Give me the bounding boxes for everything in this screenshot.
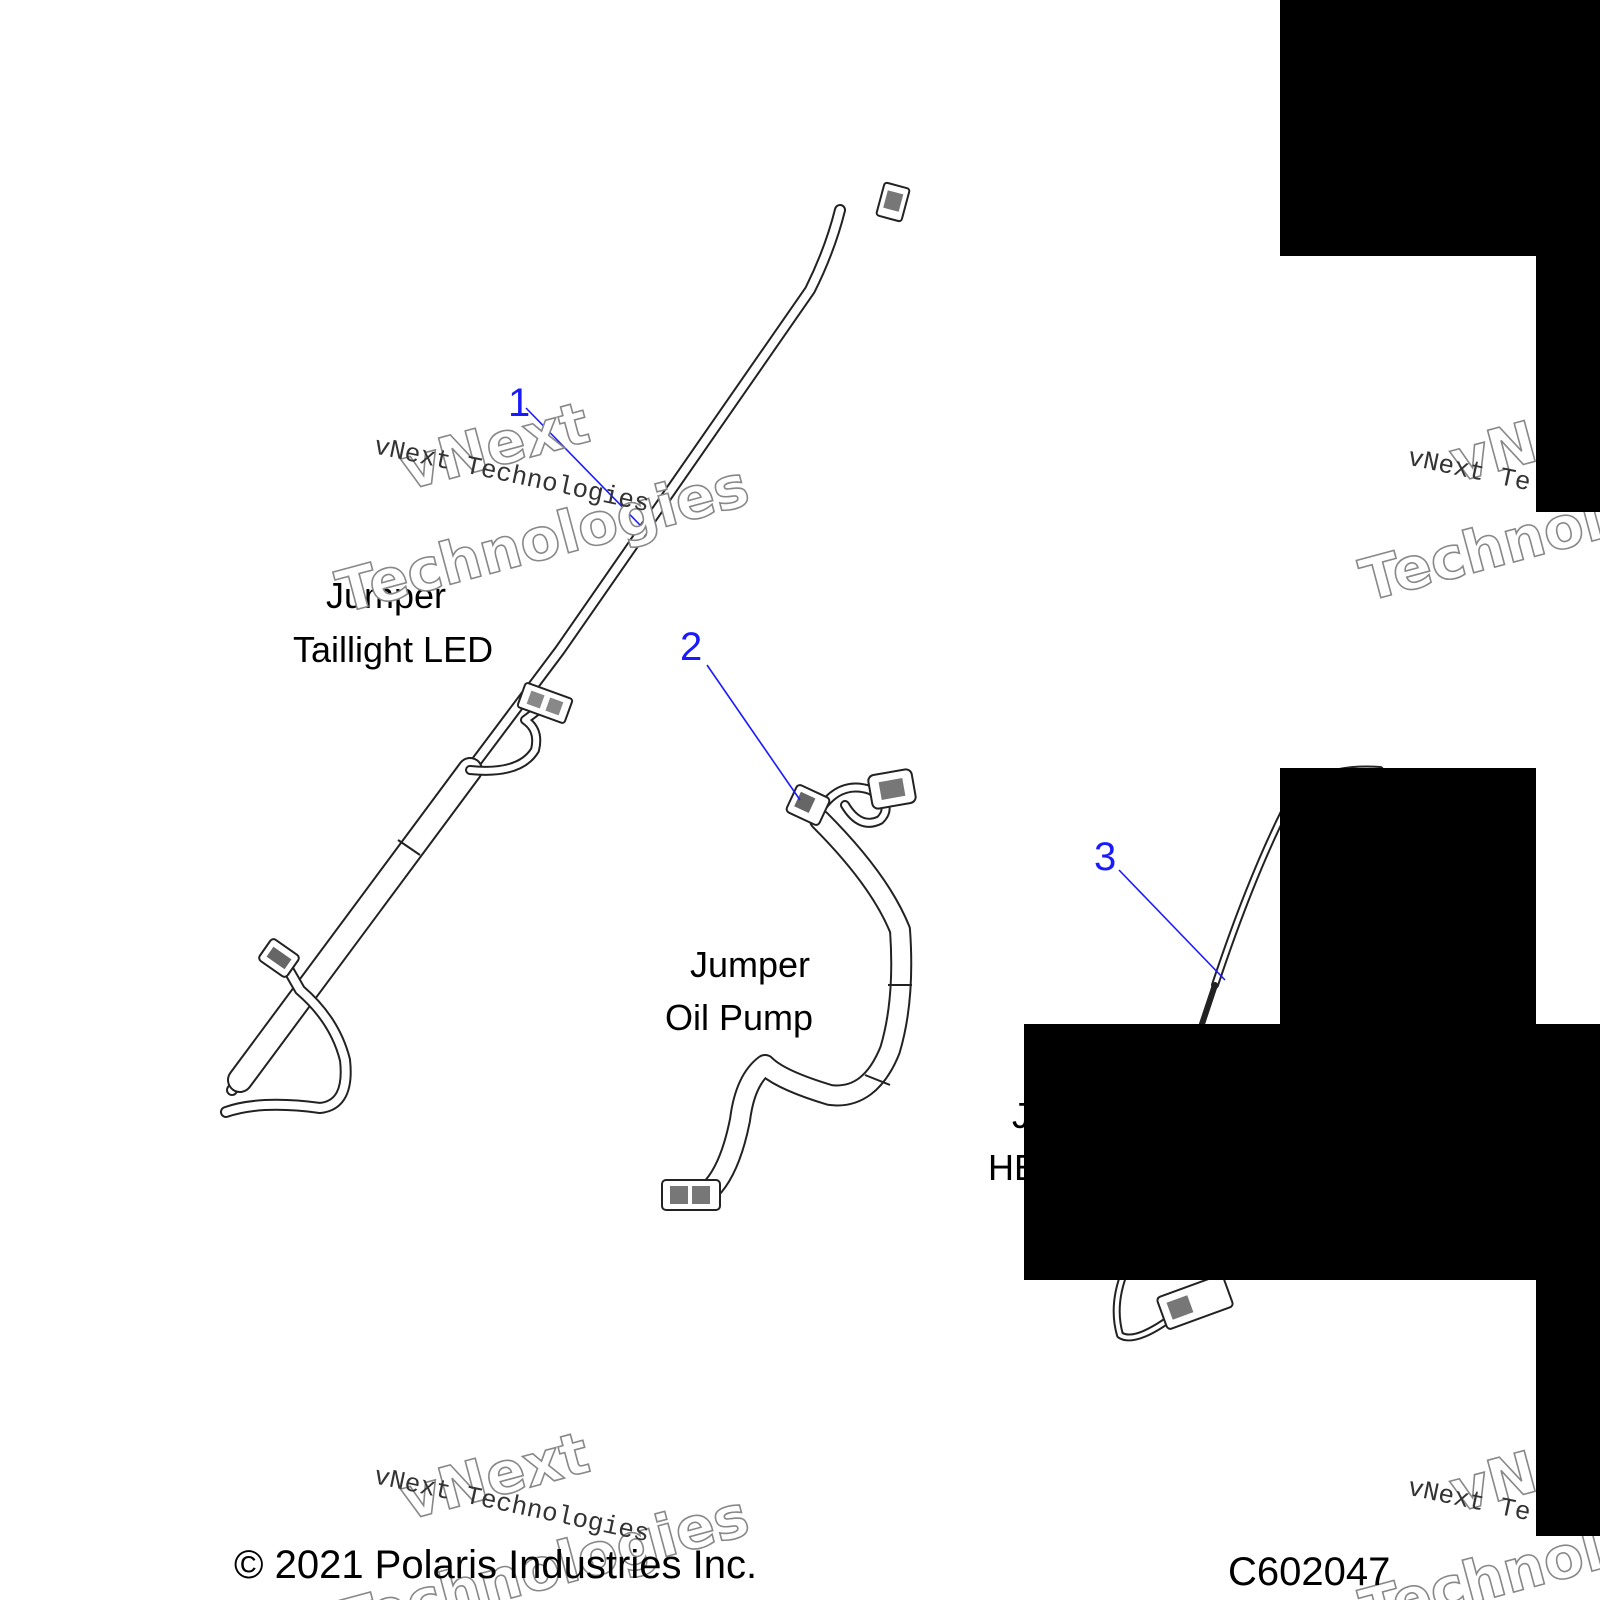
- callout-3: 3: [1094, 835, 1226, 981]
- connector-icon: [875, 181, 911, 223]
- callout-number: 1: [508, 381, 530, 425]
- redaction-block: [1536, 256, 1600, 512]
- redaction-block: [1024, 1024, 1600, 1280]
- callout-number: 2: [680, 625, 702, 669]
- part-label: Jumper: [326, 575, 446, 616]
- part-label: Jumper: [690, 944, 810, 985]
- redaction-block: [1280, 0, 1600, 256]
- connector-icon: [516, 682, 574, 724]
- redaction-block: [1280, 768, 1536, 1024]
- redaction-block: [1536, 1280, 1600, 1536]
- redaction-blocks: [1024, 0, 1600, 1536]
- part-code: C602047: [1228, 1550, 1390, 1594]
- part-label: Oil Pump: [665, 997, 813, 1038]
- copyright-text: © 2021 Polaris Industries Inc.: [234, 1543, 757, 1587]
- part-2-oil-pump-harness: [661, 768, 917, 1211]
- connector-icon: [661, 1179, 721, 1211]
- callout-2: 2: [680, 625, 801, 801]
- watermark: vNext Technologies vNext Technologies: [329, 388, 757, 628]
- callout-number: 3: [1094, 835, 1116, 879]
- connector-icon: [867, 768, 917, 810]
- part-1-taillight-harness: [220, 181, 911, 1118]
- connector-icon: [1156, 1274, 1234, 1330]
- part-label: Taillight LED: [293, 629, 493, 670]
- connector-icon: [258, 938, 300, 978]
- callout-1: 1: [508, 381, 641, 526]
